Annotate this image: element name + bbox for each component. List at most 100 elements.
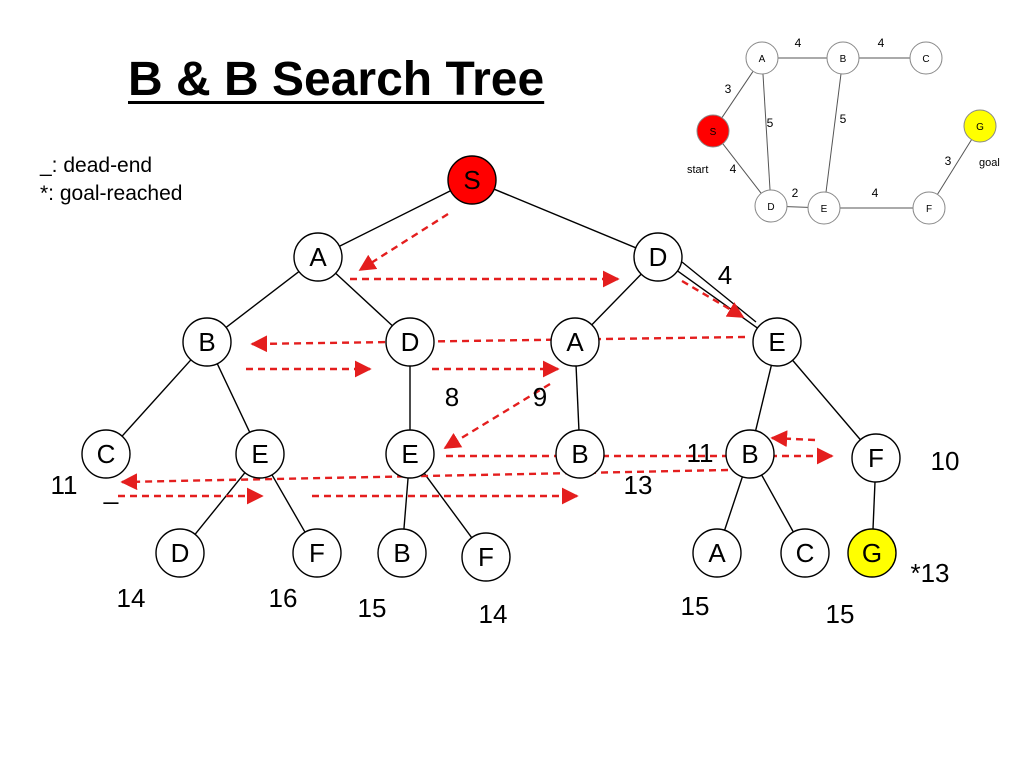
graph-node-d: D [754,189,788,223]
legend-dead-end: _: dead-end [40,154,153,177]
tree-node-c: C [81,429,131,479]
tree-node-c: C [780,528,830,578]
traversal-arrow [120,468,729,491]
tree-node-label: F [478,542,494,572]
traversal-arrow [250,335,746,353]
tree-node-circle [461,532,511,582]
tree-node-circle [182,317,232,367]
tree-edge [194,472,246,535]
tree-node-g: G [847,528,897,578]
cost-label: *13 [910,558,949,588]
tree-node-circle [235,429,285,479]
tree-node-circle [377,528,427,578]
cost-label: 9 [533,382,547,412]
cost-label: 11 [51,470,78,500]
cost-label: 4 [718,260,732,290]
tree-node-label: D [401,327,420,357]
tree-node-label: C [796,538,815,568]
tree-edge [723,476,744,531]
graph-edge-weight: 4 [872,186,879,200]
graph-edge-weight: 3 [725,82,732,96]
graph-edge [786,206,809,208]
tree-node-label: B [198,327,215,357]
tree-edge [271,474,306,533]
tree-edge [225,271,300,328]
tree-edge [754,365,773,431]
legend-goal-reached: *: goal-reached [40,182,183,205]
tree-node-circle [851,433,901,483]
graph-node-label: A [759,54,766,65]
tree-edge [121,359,192,437]
tree-node-label: B [741,439,758,469]
graph-node-s: S [696,114,730,148]
traversal-arrow [358,212,449,272]
tree-node-label: A [708,538,726,568]
tree-node-circle [780,528,830,578]
graph-node-label: E [821,204,828,215]
graph-node-g: G [963,109,997,143]
graph-node-circle [826,41,860,75]
traversal-arrow [443,382,551,450]
graph-node-circle [745,41,779,75]
graph-node-c: C [909,41,943,75]
tree-node-e: E [235,429,285,479]
tree-node-f: F [461,532,511,582]
graph-edge-weight: 5 [840,112,847,126]
cost-label: 14 [479,599,508,629]
tree-node-e: E [385,429,435,479]
goal-label: goal [979,157,1000,169]
graph-edge [825,73,842,193]
graph-edge [722,143,762,194]
tree-node-label: C [97,439,116,469]
tree-node-label: F [309,538,325,568]
tree-node-circle [293,232,343,282]
graph-node-circle [696,114,730,148]
tree-node-circle [385,429,435,479]
tree-node-circle [155,528,205,578]
cost-label: 10 [931,446,960,476]
tree-node-circle [725,429,775,479]
traversal-arrow [770,430,816,448]
graph-edge-weight: 4 [878,36,885,50]
graph-node-label: B [840,54,847,65]
tree-node-b: B [725,429,775,479]
tree-node-d: D [385,317,435,367]
tree-node-e: E [752,317,802,367]
tree-edge [335,272,393,327]
tree-edge [403,477,409,530]
tree-node-circle [847,528,897,578]
tree-edge [493,188,637,249]
tree-node-circle [550,317,600,367]
graph-node-circle [909,41,943,75]
cost-label: 8 [445,382,459,412]
tree-node-circle [555,429,605,479]
graph-edge-weight: 5 [767,116,774,130]
graph-node-label: F [926,204,932,215]
cost-label: _ [103,475,119,505]
slide-title: B & B Search Tree [128,53,545,106]
graph-node-circle [912,191,946,225]
graph-edge [721,71,754,118]
tree-edge [677,270,758,329]
tree-node-s: S [447,155,497,205]
graph-node-a: A [745,41,779,75]
graph-edge [937,139,972,195]
tree-edge [216,363,251,433]
tree-node-label: D [649,242,668,272]
tree-edge [761,474,794,533]
graph-node-label: C [922,54,929,65]
tree-node-label: E [251,439,268,469]
graph-edge-weight: 3 [945,154,952,168]
tree-node-label: G [862,538,882,568]
tree-node-circle [447,155,497,205]
cost-label: 15 [358,593,387,623]
start-label: start [687,164,708,176]
tree-node-a: A [550,317,600,367]
tree-node-circle [81,429,131,479]
tree-node-f: F [851,433,901,483]
tree-node-label: A [566,327,584,357]
tree-node-circle [752,317,802,367]
graph-node-circle [754,189,788,223]
graph-edge-weight: 4 [795,36,802,50]
graph-node-label: G [976,122,984,133]
